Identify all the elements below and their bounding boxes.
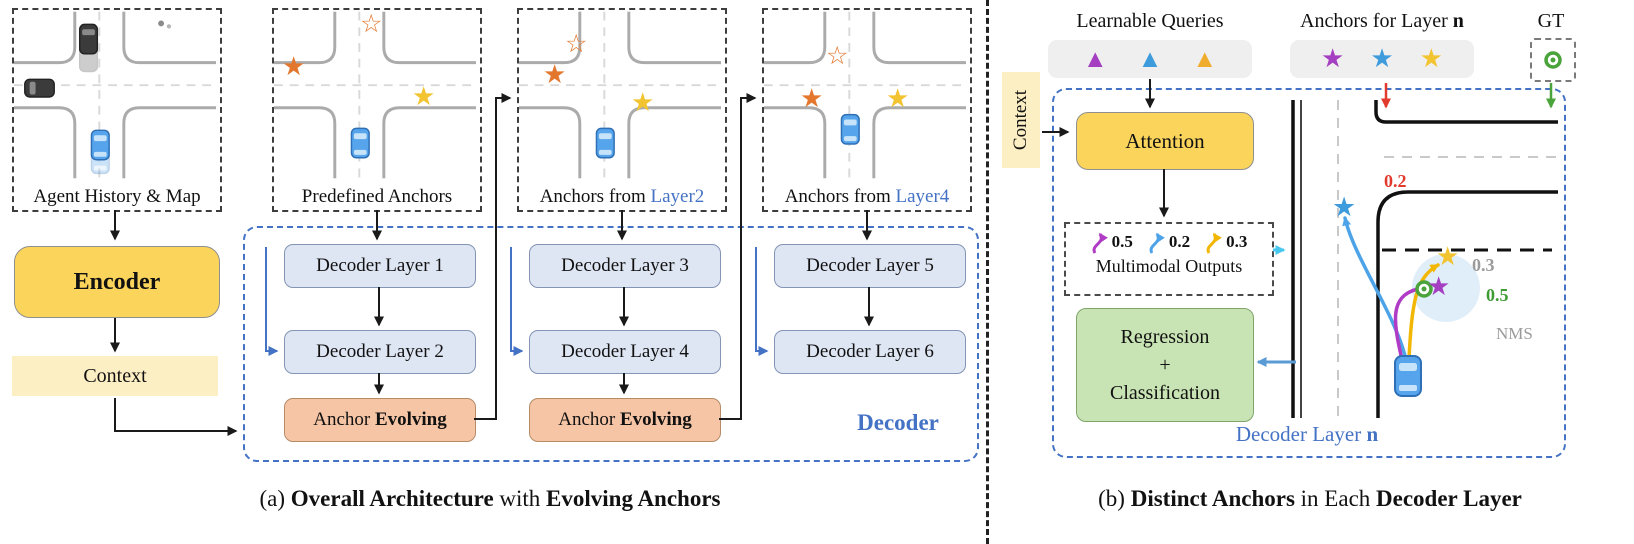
attention-box: Attention	[1076, 112, 1254, 170]
orange-star-icon: ★	[800, 84, 824, 113]
orange-star-icon: ★	[543, 60, 567, 89]
multimodal-outputs-label: Multimodal Outputs	[1095, 256, 1243, 276]
encoder-box: Encoder	[14, 246, 220, 318]
outline-star-icon: ☆	[565, 31, 588, 58]
decoder-layer-4-label: Decoder Layer 4	[561, 341, 689, 362]
decoder-layer-5-label: Decoder Layer 5	[806, 255, 934, 276]
orange-query-triangle-icon: ▲	[1192, 45, 1218, 73]
yellow-star-icon: ★	[886, 84, 910, 113]
purple-query-triangle-icon: ▲	[1082, 45, 1108, 73]
yellow-star-icon: ★	[631, 88, 655, 117]
decoder-layer-1-label: Decoder Layer 1	[316, 255, 444, 276]
score-green: 0.5	[1486, 285, 1509, 305]
anchor-evolving-2-label: Anchor Evolving	[558, 409, 692, 430]
purple-trajectory-icon	[1092, 232, 1108, 254]
blue-query-triangle-icon: ▲	[1137, 45, 1163, 73]
gt-title: GT	[1537, 10, 1565, 32]
agent-history-map-panel: Agent History & Map	[12, 8, 222, 212]
yellow-trajectory-icon	[1206, 232, 1223, 254]
blue-star-icon: ★	[1332, 192, 1357, 222]
plus-label: +	[1159, 354, 1171, 376]
decoder-layer-3-box: Decoder Layer 3	[529, 244, 721, 288]
outline-star-icon: ☆	[360, 11, 383, 38]
decoder-layer-3-label: Decoder Layer 3	[561, 255, 689, 276]
decoder-layer-6-box: Decoder Layer 6	[774, 330, 966, 374]
decoder-frame	[243, 226, 979, 462]
mode-score-purple: 0.5	[1111, 232, 1133, 251]
anchors-pill: ★ ★ ★	[1290, 40, 1474, 78]
learnable-queries-title: Learnable Queries	[1076, 10, 1224, 32]
decoder-layer-1-box: Decoder Layer 1	[284, 244, 476, 288]
encoder-label: Encoder	[73, 268, 161, 295]
anchors-layer2-panel: ☆ ★ ★ Anchors from Layer2	[517, 8, 727, 212]
anchors-for-layer-title: Anchors for Layer n	[1300, 10, 1464, 32]
decoder-layer-4-box: Decoder Layer 4	[529, 330, 721, 374]
outline-star-icon: ☆	[826, 43, 849, 70]
ego-car-icon	[1394, 355, 1422, 397]
context-label-b: Context	[1010, 89, 1032, 151]
yellow-anchor-star-icon: ★	[1419, 44, 1443, 73]
score-gray: 0.3	[1472, 255, 1495, 275]
mode-outputs-row: 0.5 0.2 0.3	[1066, 229, 1272, 255]
mode-output-purple: 0.5	[1091, 229, 1133, 255]
purple-anchor-star-icon: ★	[1321, 44, 1345, 73]
decoder-layer-6-label: Decoder Layer 6	[806, 341, 934, 362]
blue-anchor-star-icon: ★	[1370, 44, 1394, 73]
predefined-anchors-label: Predefined Anchors	[274, 186, 480, 208]
gt-box	[1530, 38, 1576, 82]
scene: ★ ★ ★ 0.2 0.3 0.5 NMS	[1288, 100, 1558, 418]
yellow-star-icon: ★	[1436, 242, 1460, 271]
regression-label: Regression	[1120, 326, 1210, 348]
section-divider	[986, 0, 989, 544]
attention-label: Attention	[1125, 128, 1205, 153]
decoder-layer-2-label: Decoder Layer 2	[316, 341, 444, 362]
context-box-a: Context	[12, 356, 218, 396]
learnable-queries-pill: ▲ ▲ ▲	[1048, 40, 1252, 78]
context-box-b: Context	[1002, 72, 1040, 168]
anchor-evolving-1-label: Anchor Evolving	[313, 409, 447, 430]
anchors-map-3-drawing	[764, 10, 966, 180]
multimodal-outputs-box: 0.5 0.2 0.3 Multimodal Outputs	[1064, 222, 1274, 296]
decoder-label: Decoder	[857, 410, 939, 435]
orange-star-icon: ★	[282, 52, 306, 81]
blue-trajectory-icon	[1149, 232, 1165, 254]
nms-label: NMS	[1496, 324, 1533, 343]
anchors-layer4-label: Anchors from Layer4	[764, 186, 970, 208]
agent-history-map-label: Agent History & Map	[14, 186, 220, 208]
mode-output-blue: 0.2	[1148, 229, 1190, 255]
regression-classification-box: Regression + Classification	[1076, 308, 1254, 422]
decoder-layer-2-box: Decoder Layer 2	[284, 330, 476, 374]
mode-score-blue: 0.2	[1168, 232, 1191, 251]
purple-star-icon: ★	[1427, 272, 1451, 301]
mode-output-yellow: 0.3	[1205, 229, 1247, 255]
decoder-layer-n-label: Decoder Layer n	[1235, 422, 1379, 446]
agent-map-drawing	[14, 10, 216, 180]
anchors-map-2-drawing	[519, 10, 721, 180]
gt-marker-icon	[1544, 51, 1562, 69]
classification-label: Classification	[1110, 382, 1220, 404]
anchor-evolving-2-box: Anchor Evolving	[529, 398, 721, 442]
caption-b: (b) Distinct Anchors in Each Decoder Lay…	[1098, 486, 1522, 511]
context-label-a: Context	[83, 364, 147, 387]
score-red: 0.2	[1384, 171, 1407, 191]
anchors-layer2-label: Anchors from Layer2	[519, 186, 725, 208]
decoder-layer-n-frame	[1052, 88, 1566, 458]
yellow-star-icon: ★	[412, 82, 436, 111]
mode-score-yellow: 0.3	[1226, 232, 1248, 251]
scene-drawing	[1291, 100, 1558, 418]
anchors-layer4-panel: ☆ ★ ★ Anchors from Layer4	[762, 8, 972, 212]
caption-a: (a) Overall Architecture with Evolving A…	[259, 486, 721, 511]
predefined-anchors-panel: ☆ ★ ★ Predefined Anchors	[272, 8, 482, 212]
anchor-evolving-1-box: Anchor Evolving	[284, 398, 476, 442]
decoder-layer-5-box: Decoder Layer 5	[774, 244, 966, 288]
